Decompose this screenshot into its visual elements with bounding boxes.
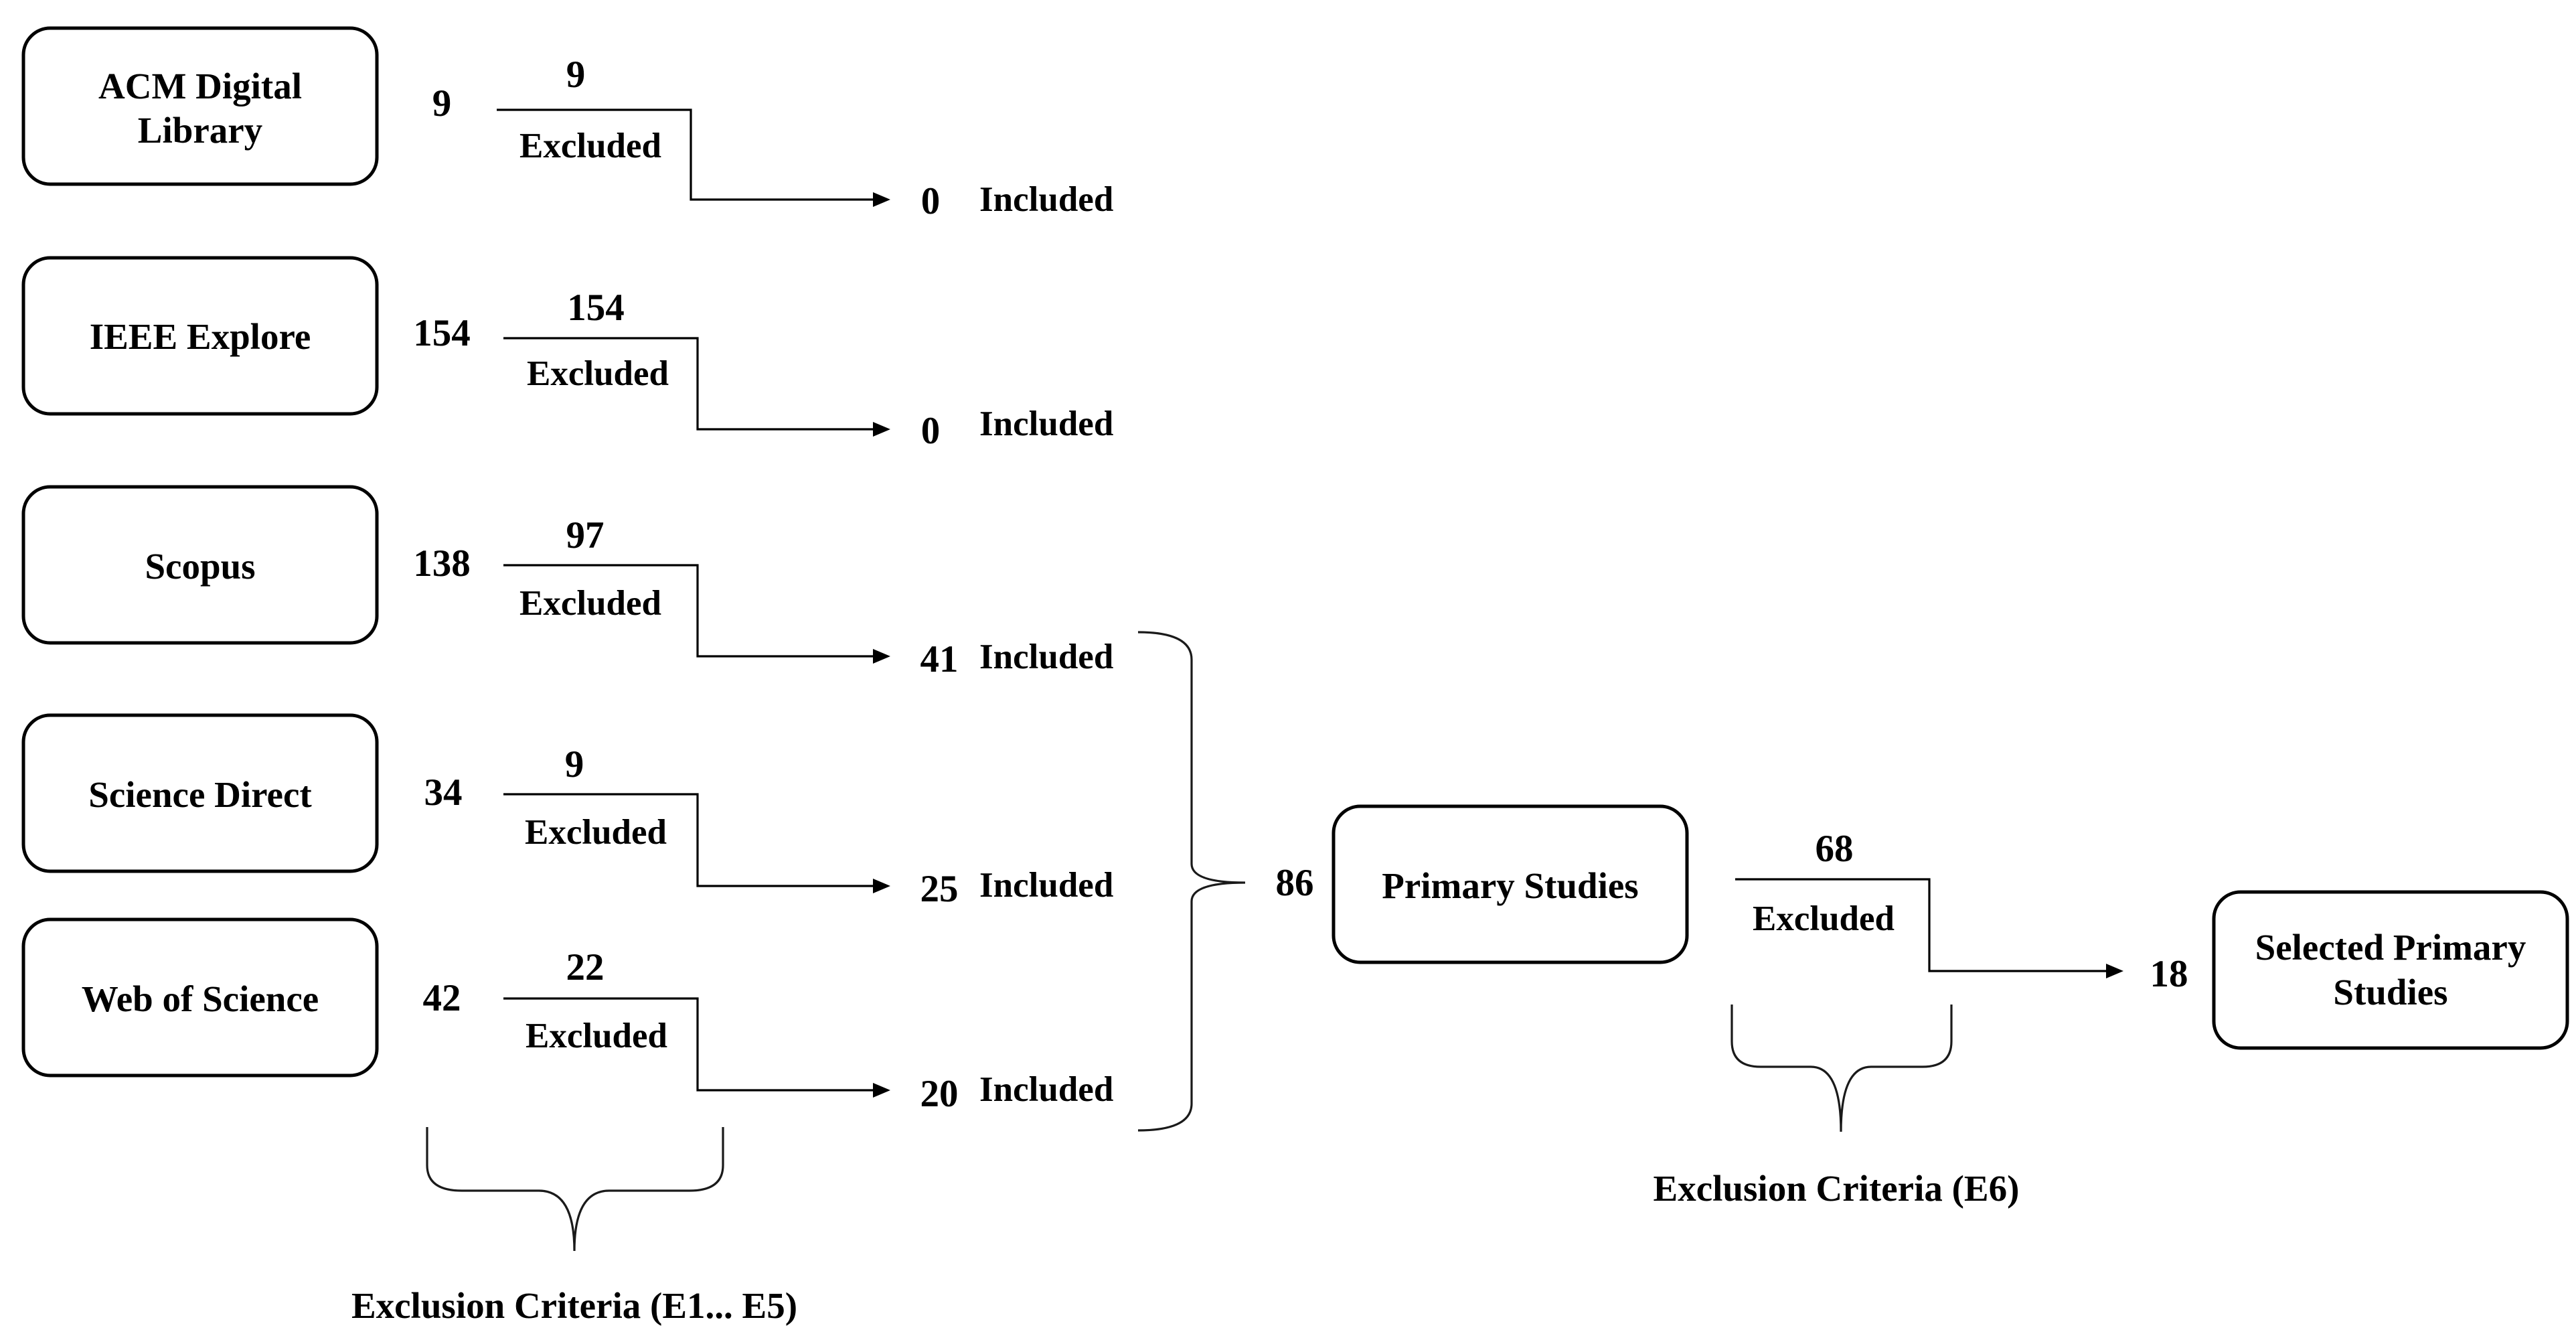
criteria-brace-2 — [1730, 1005, 1953, 1132]
included-count-acm: 0 — [921, 180, 941, 222]
source-name-acm-line1: ACM Digital — [98, 66, 302, 106]
count-acm: 9 — [432, 82, 452, 125]
primary-excluded-label: Excluded — [1753, 899, 1895, 938]
criteria-brace-1 — [426, 1127, 724, 1252]
excluded-count-sciencedirect: 9 — [565, 743, 584, 786]
criteria-label-e1-e5: Exclusion Criteria (E1... E5) — [351, 1285, 797, 1326]
merge-brace — [1137, 631, 1246, 1132]
included-count-scopus: 41 — [920, 638, 959, 680]
excluded-count-ieee: 154 — [567, 287, 625, 329]
connector-acm — [497, 108, 890, 207]
count-sciencedirect: 34 — [424, 771, 463, 814]
included-count-ieee: 0 — [921, 410, 941, 452]
selected-studies-line2: Studies — [2333, 972, 2447, 1013]
source-acm: ACM Digital Library — [21, 26, 379, 186]
source-name-acm-line2: Library — [138, 110, 262, 151]
source-box-ieee — [21, 256, 379, 416]
source-name-wos: Web of Science — [82, 978, 319, 1019]
count-scopus: 138 — [413, 542, 471, 585]
selected-count: 18 — [2150, 953, 2188, 995]
excluded-count-wos: 22 — [566, 946, 605, 988]
included-count-sciencedirect: 25 — [920, 868, 959, 910]
connector-scopus — [503, 564, 890, 664]
source-ieee: IEEE Explore — [21, 256, 379, 416]
source-scopus: Scopus — [21, 485, 379, 645]
included-count-wos: 20 — [920, 1073, 959, 1115]
count-ieee: 154 — [413, 312, 471, 354]
source-box-sciencedirect — [21, 713, 379, 873]
source-wos: Web of Science — [21, 917, 379, 1078]
source-box-wos — [21, 917, 379, 1078]
primary-studies-label: Primary Studies — [1382, 865, 1638, 906]
excluded-count-acm: 9 — [566, 54, 586, 96]
primary-count: 86 — [1276, 862, 1314, 904]
primary-excluded-count: 68 — [1816, 828, 1854, 870]
excluded-label-sciencedirect: Excluded — [525, 813, 667, 852]
excluded-label-scopus: Excluded — [519, 584, 661, 623]
included-label-wos: Included — [979, 1070, 1113, 1109]
excluded-label-ieee: Excluded — [527, 354, 669, 393]
source-name-scopus: Scopus — [145, 546, 255, 587]
included-label-acm: Included — [979, 180, 1113, 219]
source-box-acm — [21, 26, 379, 186]
source-sciencedirect: Science Direct — [21, 713, 379, 873]
selected-studies-line1: Selected Primary — [2255, 927, 2526, 968]
source-box-scopus — [21, 485, 379, 645]
excluded-count-scopus: 97 — [566, 514, 605, 556]
connector-sciencedirect — [503, 793, 890, 893]
connector-wos — [503, 997, 890, 1098]
connector-ieee — [503, 337, 890, 437]
selected-studies-box — [2212, 890, 2569, 1050]
excluded-label-wos: Excluded — [526, 1017, 667, 1055]
connector-primary — [1735, 878, 2123, 978]
count-wos: 42 — [423, 977, 461, 1019]
criteria-label-e6: Exclusion Criteria (E6) — [1654, 1168, 2020, 1209]
source-name-ieee: IEEE Explore — [90, 316, 311, 357]
included-label-scopus: Included — [979, 638, 1113, 676]
excluded-label-acm: Excluded — [519, 127, 661, 165]
source-name-sciencedirect: Science Direct — [88, 774, 312, 815]
primary-studies-box — [1332, 804, 1689, 964]
included-label-ieee: Included — [979, 404, 1113, 443]
included-label-sciencedirect: Included — [979, 866, 1113, 905]
